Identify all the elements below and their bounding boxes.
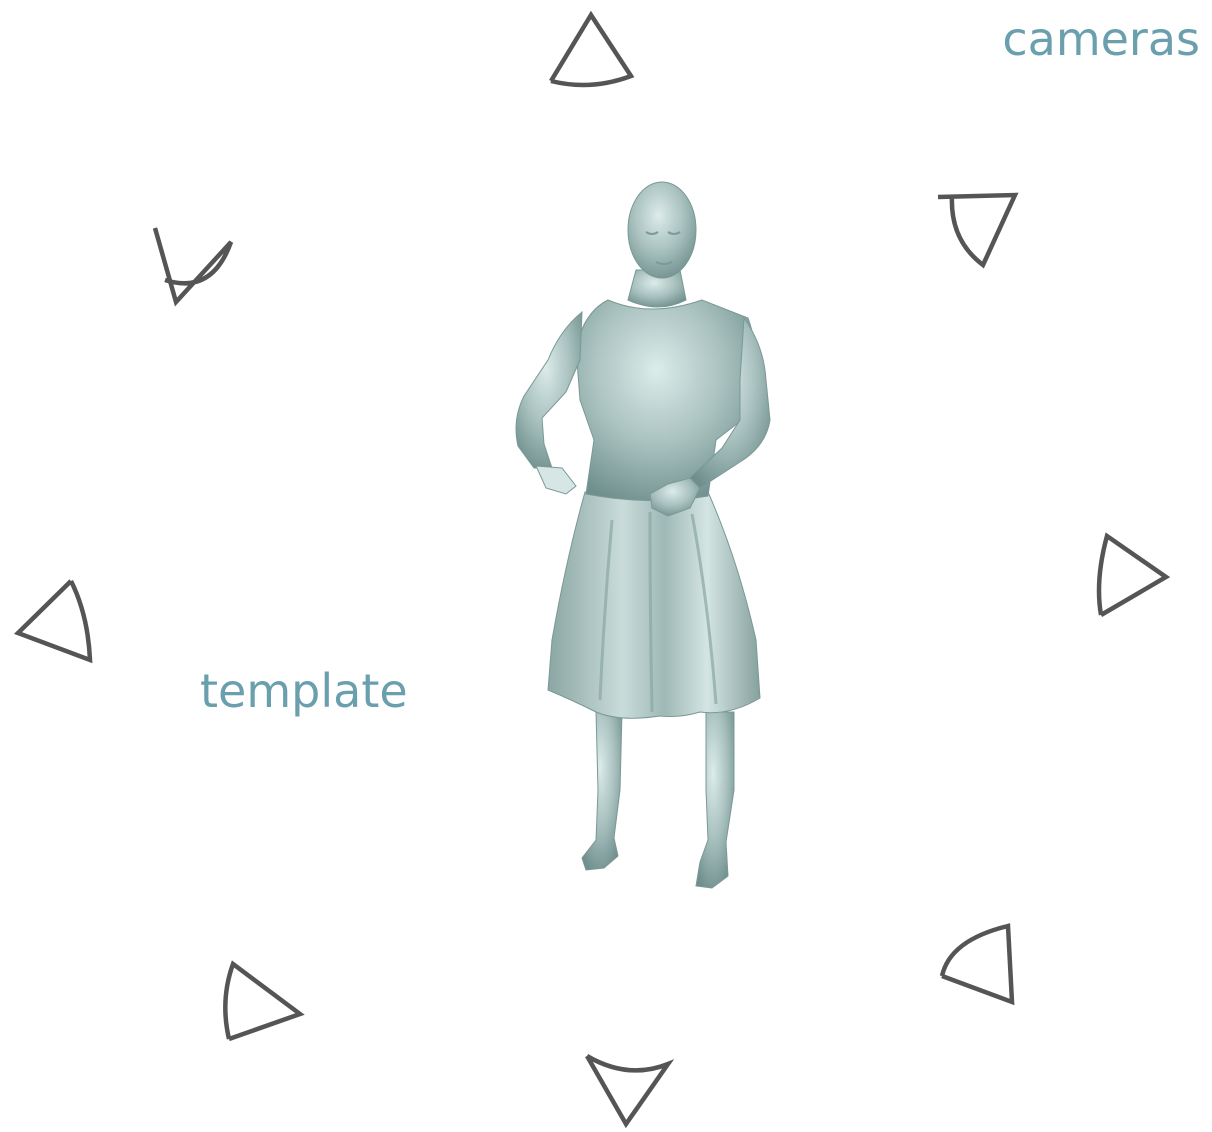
cameras-label: cameras — [1002, 16, 1200, 62]
camera-icon — [225, 964, 300, 1039]
left-hand — [536, 466, 576, 494]
torso — [576, 300, 755, 501]
left-arm — [516, 312, 582, 468]
human-template-mesh — [516, 182, 770, 888]
skirt — [548, 492, 760, 718]
camera-icon — [551, 15, 631, 85]
left-leg — [582, 712, 622, 870]
camera-icon — [18, 581, 90, 660]
camera-icon — [155, 228, 231, 302]
camera-icon — [938, 195, 1015, 265]
right-leg — [696, 712, 734, 888]
camera-icon — [1099, 536, 1166, 615]
template-label: template — [200, 668, 408, 714]
camera-icon — [942, 926, 1012, 1002]
camera-icon — [587, 1056, 668, 1124]
